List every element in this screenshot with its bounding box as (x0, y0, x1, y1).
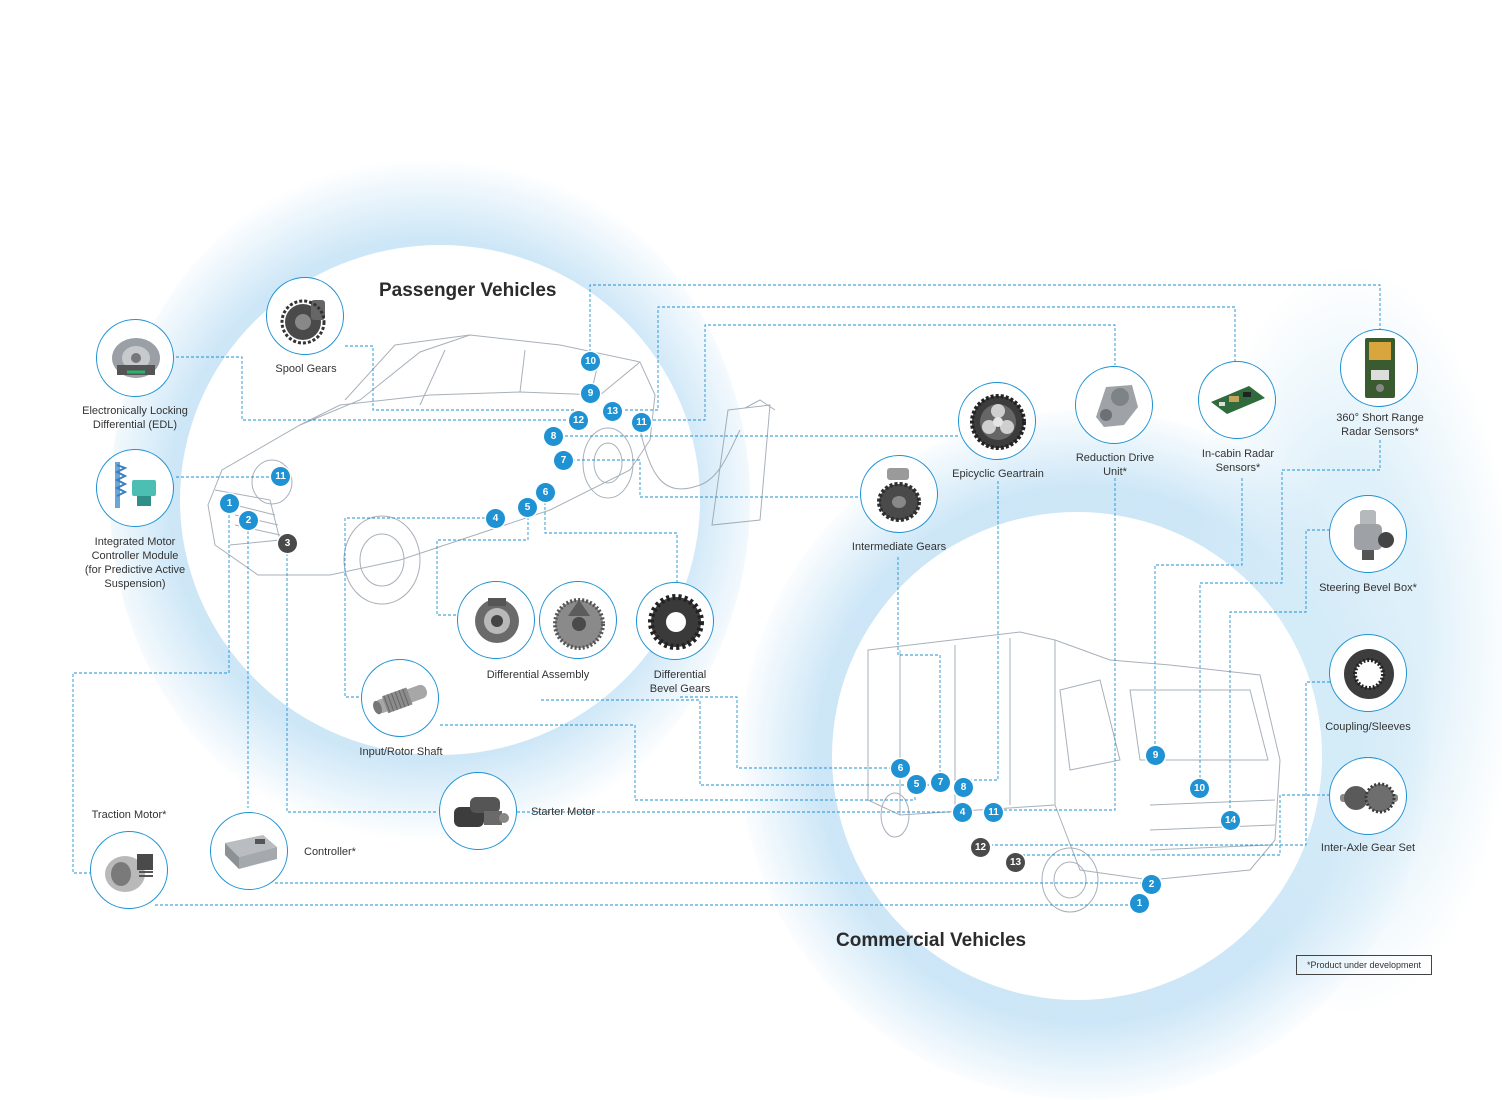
in-cabin-radar-thumb[interactable] (1198, 361, 1276, 439)
steering-bevel-box-label: Steering Bevel Box* (1319, 582, 1417, 594)
cv-marker-13[interactable]: 13 (1006, 853, 1025, 872)
differential-bevel-gears-label: Differential Bevel Gears (649, 669, 711, 695)
spool-gears-thumb[interactable] (266, 277, 344, 355)
pv-marker-11-charge[interactable]: 11 (632, 413, 651, 432)
differential-bevel-gears-thumb[interactable] (636, 582, 714, 660)
reduction-drive-icon (1096, 385, 1138, 427)
commercial-vehicles-title: Commercial Vehicles (836, 930, 1027, 951)
intermediate-gears-label: Intermediate Gears (851, 541, 947, 553)
input-rotor-shaft-label: Input/Rotor Shaft (359, 746, 443, 758)
short-range-radar-thumb[interactable] (1340, 329, 1418, 407)
cv-marker-7[interactable]: 7 (931, 773, 950, 792)
reduction-drive-unit-label: Reduction Drive Unit* (1075, 452, 1155, 478)
pv-marker-10[interactable]: 10 (581, 352, 600, 371)
imcm-label: Integrated Motor Controller Module (for … (84, 536, 186, 590)
cv-marker-2[interactable]: 2 (1142, 875, 1161, 894)
radar-board-icon (1211, 386, 1265, 414)
traction-motor-label: Traction Motor* (91, 809, 167, 821)
epicyclic-geartrain-label: Epicyclic Geartrain (952, 468, 1044, 480)
pv-marker-7[interactable]: 7 (554, 451, 573, 470)
pv-marker-11-front[interactable]: 11 (271, 467, 290, 486)
input-rotor-shaft-thumb[interactable] (361, 659, 439, 737)
cv-marker-4[interactable]: 4 (953, 803, 972, 822)
spool-gear-icon (280, 299, 326, 345)
coupling-sleeves-thumb[interactable] (1329, 634, 1407, 712)
passenger-vehicles-title: Passenger Vehicles (379, 280, 557, 301)
imcm-thumb[interactable] (96, 449, 174, 527)
pv-marker-9[interactable]: 9 (581, 384, 600, 403)
pv-marker-8[interactable]: 8 (544, 427, 563, 446)
controller-thumb[interactable] (210, 812, 288, 890)
cv-marker-11[interactable]: 11 (984, 803, 1003, 822)
rotor-shaft-icon (373, 684, 428, 715)
steering-bevel-box-thumb[interactable] (1329, 495, 1407, 573)
traction-motor-icon (105, 854, 153, 892)
locking-differential-icon (112, 338, 160, 378)
pv-marker-2[interactable]: 2 (239, 511, 258, 530)
pv-marker-5[interactable]: 5 (518, 498, 537, 517)
radar-sensor-icon (1365, 338, 1395, 398)
short-range-radar-label: 360° Short Range Radar Sensors* (1336, 412, 1424, 438)
cv-marker-8[interactable]: 8 (954, 778, 973, 797)
bevel-gear-icon (648, 594, 704, 650)
traction-motor-thumb[interactable] (90, 831, 168, 909)
differential-assembly-label: Differential Assembly (486, 669, 590, 681)
pv-marker-1[interactable]: 1 (220, 494, 239, 513)
differential-assembly-icon (475, 598, 519, 643)
starter-motor-icon (454, 797, 509, 827)
product-map: Passenger Vehicles Commercial Vehicles (72, 150, 1502, 1100)
differential-assembly-thumb-1[interactable] (457, 581, 535, 659)
controller-label: Controller* (304, 846, 356, 858)
coupling-sleeves-label: Coupling/Sleeves (1325, 721, 1411, 733)
controller-icon (225, 835, 277, 869)
cv-marker-10[interactable]: 10 (1190, 779, 1209, 798)
inter-axle-gear-set-label: Inter-Axle Gear Set (1320, 842, 1416, 854)
inter-axle-gear-icon (1340, 782, 1398, 814)
starter-motor-thumb[interactable] (439, 772, 517, 850)
coupling-icon (1344, 649, 1394, 699)
cv-marker-12[interactable]: 12 (971, 838, 990, 857)
cv-marker-14[interactable]: 14 (1221, 811, 1240, 830)
passenger-circle (180, 245, 700, 755)
cv-marker-5[interactable]: 5 (907, 775, 926, 794)
charging-station-sketch (711, 404, 771, 526)
edl-thumb[interactable] (96, 319, 174, 397)
cv-marker-1[interactable]: 1 (1130, 894, 1149, 913)
pv-marker-13[interactable]: 13 (603, 402, 622, 421)
connector-layer (72, 284, 1381, 913)
steering-box-icon (1354, 510, 1394, 560)
differential-assembly-thumb-2[interactable] (539, 581, 617, 659)
intermediate-gears-thumb[interactable] (860, 455, 938, 533)
spool-gears-label: Spool Gears (275, 363, 337, 375)
reduction-drive-unit-thumb[interactable] (1075, 366, 1153, 444)
pv-marker-3[interactable]: 3 (278, 534, 297, 553)
commercial-circle (832, 512, 1322, 1000)
epicyclic-gear-icon (970, 394, 1026, 450)
starter-motor-label: Starter Motor (531, 806, 596, 818)
in-cabin-radar-label: In-cabin Radar Sensors* (1201, 448, 1275, 474)
cv-marker-6[interactable]: 6 (891, 759, 910, 778)
pv-marker-6[interactable]: 6 (536, 483, 555, 502)
epicyclic-geartrain-thumb[interactable] (958, 382, 1036, 460)
edl-label: Electronically Locking Differential (EDL… (82, 405, 188, 431)
differential-assembly-icon (553, 598, 605, 650)
footnote-box: *Product under development (1296, 955, 1432, 975)
intermediate-gear-icon (877, 468, 921, 522)
pv-marker-4[interactable]: 4 (486, 509, 505, 528)
cv-marker-9[interactable]: 9 (1146, 746, 1165, 765)
inter-axle-gear-set-thumb[interactable] (1329, 757, 1407, 835)
pv-marker-12[interactable]: 12 (569, 411, 588, 430)
motor-controller-module-icon (114, 462, 156, 508)
